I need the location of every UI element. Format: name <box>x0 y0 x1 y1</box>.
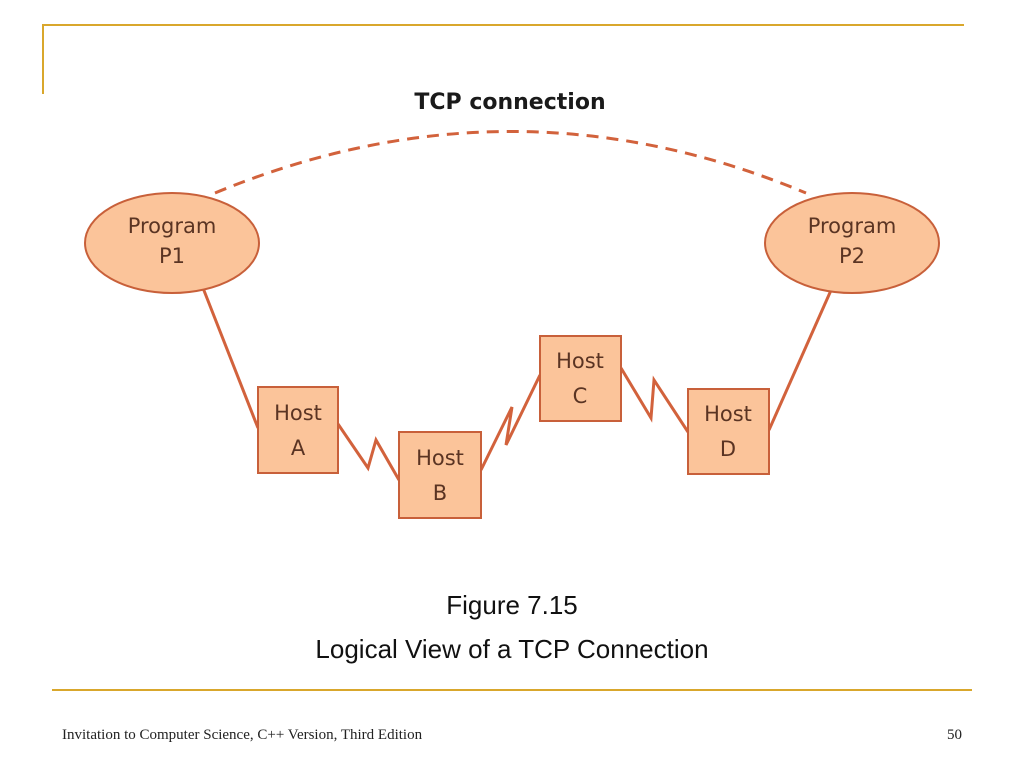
host-c-label-line1: Host <box>556 349 604 373</box>
tcp-connection-arc <box>214 130 807 195</box>
link-host-b-host-c <box>479 374 542 471</box>
tcp-diagram: TCP connection Program P1 Program P2 Hos… <box>84 90 940 519</box>
host-b-node: Host B <box>398 431 482 519</box>
program-p1-label-line1: Program <box>128 214 217 238</box>
host-d-label-line2: D <box>720 437 736 461</box>
left-rule <box>42 24 44 94</box>
host-d-node: Host D <box>687 388 770 475</box>
host-a-label-line1: Host <box>274 401 322 425</box>
program-p2-node: Program P2 <box>764 192 940 294</box>
figure-title: Logical View of a TCP Connection <box>315 634 709 664</box>
host-d-label-line1: Host <box>704 402 752 426</box>
top-rule <box>42 24 964 26</box>
diagram-title: TCP connection <box>414 90 605 115</box>
host-b-label-line2: B <box>433 481 447 505</box>
host-b-label-line1: Host <box>416 446 464 470</box>
link-host-a-host-b <box>336 423 401 481</box>
host-c-label-line2: C <box>573 384 588 408</box>
link-host-c-host-d <box>619 367 690 433</box>
host-a-node: Host A <box>257 386 339 474</box>
link-p2-host-d <box>767 287 834 431</box>
link-p1-host-a <box>201 287 260 429</box>
figure-number: Figure 7.15 <box>446 590 578 620</box>
program-p1-node: Program P1 <box>84 192 260 294</box>
program-p1-label-line2: P1 <box>159 244 185 268</box>
bottom-rule <box>52 689 972 691</box>
host-c-node: Host C <box>539 335 622 422</box>
page-number: 50 <box>947 727 962 743</box>
program-p2-label-line2: P2 <box>839 244 865 268</box>
program-p2-label-line1: Program <box>808 214 897 238</box>
footer-book-title: Invitation to Computer Science, C++ Vers… <box>62 727 423 743</box>
host-a-label-line2: A <box>291 436 306 460</box>
